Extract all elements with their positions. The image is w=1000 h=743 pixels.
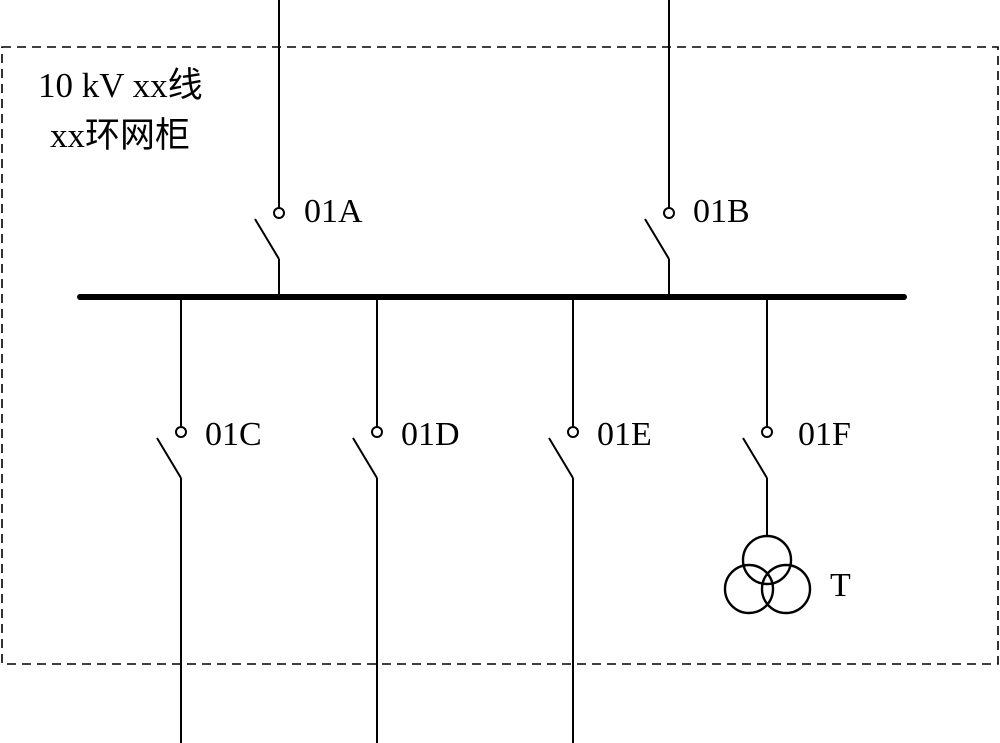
switch-label-01c: 01C: [205, 416, 262, 453]
switch-label-01a: 01A: [304, 193, 363, 230]
switch-blade: [644, 218, 670, 260]
switch-blade: [742, 437, 768, 479]
switch-blade: [254, 218, 280, 260]
switch-contact: [663, 207, 675, 219]
switch-label-01e: 01E: [597, 416, 652, 453]
transformer-symbol: [723, 534, 812, 615]
switch-contact: [175, 426, 187, 438]
switch-contact: [761, 426, 773, 438]
switch-contact: [371, 426, 383, 438]
transformer-winding-top: [741, 534, 793, 586]
outgoing-feeder-01c: 01C: [156, 297, 262, 743]
switch-contact: [273, 207, 285, 219]
panel-title-line1: 10 kV xx线: [38, 66, 203, 105]
panel-title-line2: xx环网柜: [50, 116, 190, 155]
switch-label-01d: 01D: [401, 416, 460, 453]
switch-label-01f: 01F: [798, 416, 851, 453]
incoming-feeder-01b: 01B: [644, 0, 750, 297]
outgoing-feeder-01e: 01E: [548, 297, 652, 743]
outgoing-feeder-01d: 01D: [352, 297, 460, 743]
switch-blade: [156, 437, 182, 479]
transformer-winding-left: [723, 563, 775, 615]
switch-contact: [567, 426, 579, 438]
switch-blade: [352, 437, 378, 479]
transformer-winding-right: [760, 563, 812, 615]
ring-main-unit-boundary: [1, 46, 999, 665]
switch-label-01b: 01B: [693, 193, 750, 230]
switch-blade: [548, 437, 574, 479]
incoming-feeder-01a: 01A: [254, 0, 363, 297]
outgoing-feeder-01f: 01F: [742, 297, 851, 536]
transformer-label: T: [830, 567, 851, 604]
